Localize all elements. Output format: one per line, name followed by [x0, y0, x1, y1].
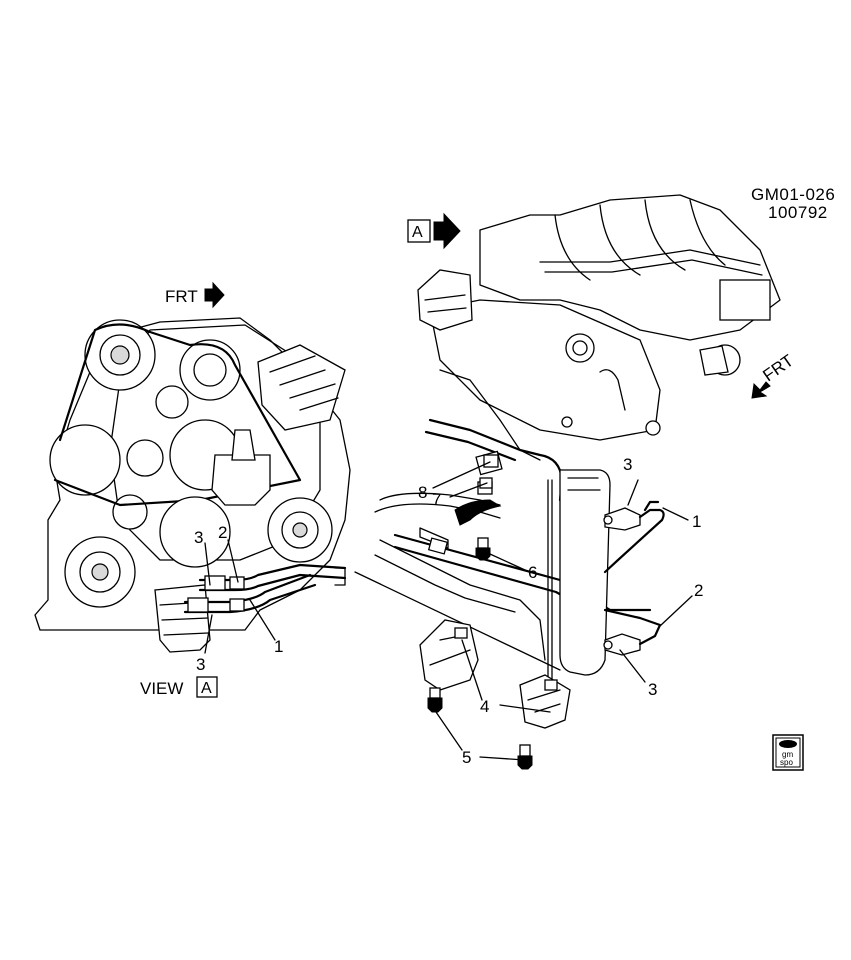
reference-number: 100792	[768, 203, 828, 222]
front-arrow-left-icon	[204, 281, 225, 309]
reference-block: GM01-026 100792	[751, 185, 835, 222]
front-marker-left: FRT	[165, 287, 198, 306]
callout-left-3a: 3	[194, 528, 203, 547]
view-a-engine: FRT	[34, 281, 351, 698]
view-label-box	[196, 676, 218, 698]
callout-left-3b: 3	[196, 655, 205, 674]
reference-code: GM01-026	[751, 185, 835, 204]
projection-line	[354, 571, 561, 671]
callout-right-7: 7	[432, 490, 441, 509]
front-marker-right: FRT	[759, 351, 797, 385]
callout-right-4: 4	[480, 697, 489, 716]
view-pointer-arrow-icon	[433, 212, 461, 250]
main-view-engine: A FRT	[374, 194, 797, 770]
callout-left-1: 1	[274, 637, 283, 656]
logo-line-1: gm	[782, 750, 793, 759]
callout-right-1: 1	[692, 512, 701, 531]
view-label-prefix: VIEW	[140, 679, 183, 698]
logo-line-2: spo	[780, 758, 793, 767]
callout-right-6: 6	[528, 563, 537, 582]
callout-right-2: 2	[694, 581, 703, 600]
callout-left-2: 2	[218, 523, 227, 542]
view-pointer-box	[407, 219, 431, 243]
view-pointer-letter: A	[412, 224, 423, 241]
callout-right-8: 8	[418, 483, 427, 502]
view-label-letter: A	[201, 680, 212, 697]
front-arrow-right-icon	[751, 381, 771, 399]
callout-right-3b: 3	[648, 680, 657, 699]
callout-right-5: 5	[462, 748, 471, 767]
callout-right-3a: 3	[623, 455, 632, 474]
gm-spo-logo: gm spo	[772, 734, 804, 771]
